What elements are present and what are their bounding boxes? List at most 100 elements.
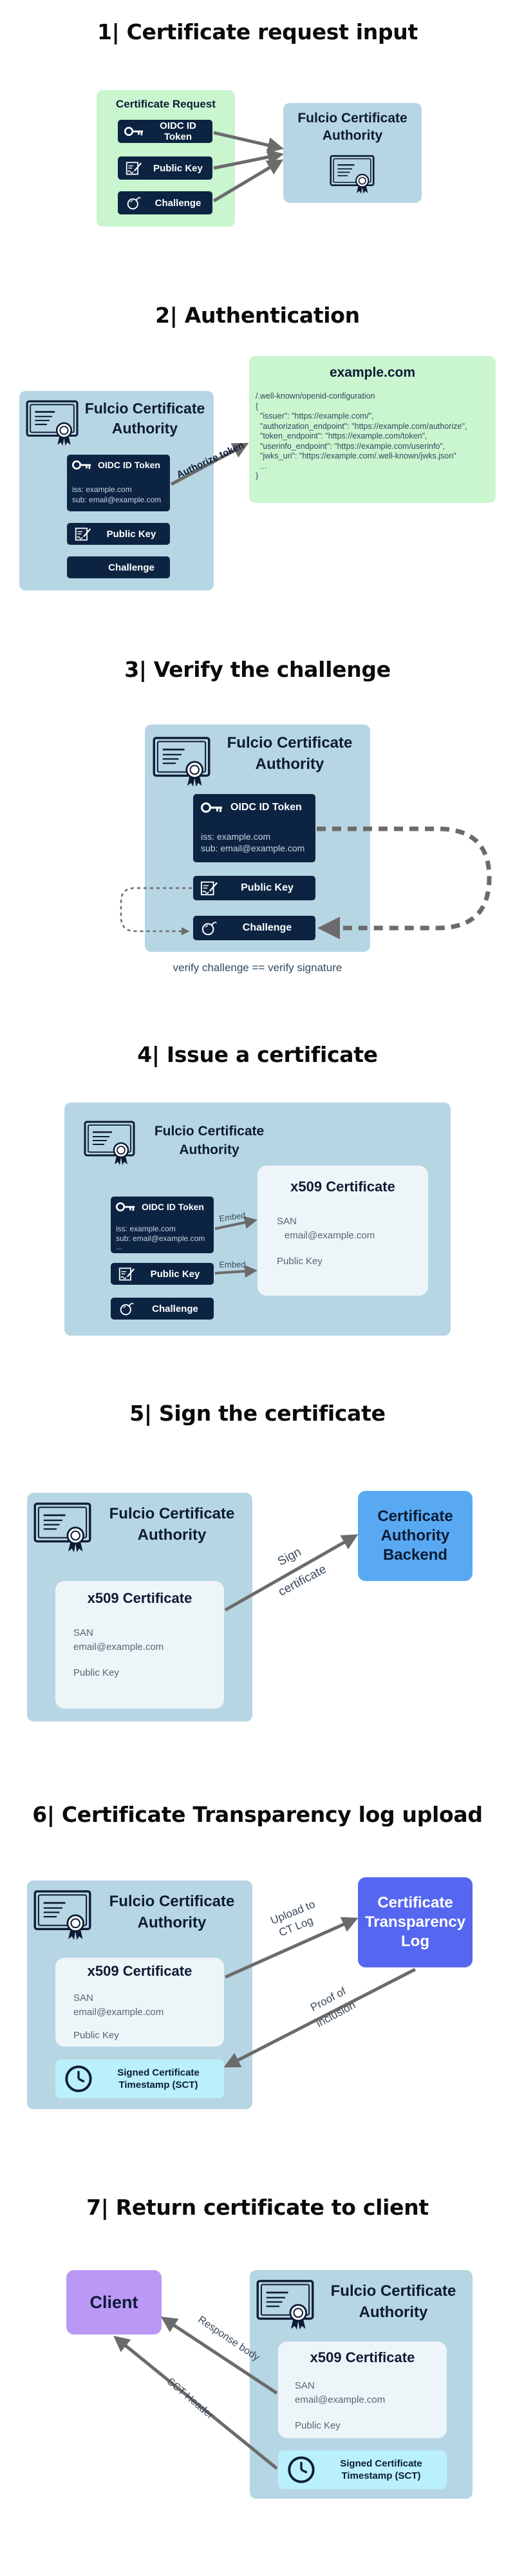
certificate-public-key: Public Key <box>295 2420 341 2431</box>
signature-icon <box>117 1266 136 1282</box>
config-line: ... <box>256 461 267 471</box>
clock-icon <box>64 2065 93 2093</box>
challenge-pill: Challenge <box>111 1298 214 1320</box>
section-3-title: 3| Verify the challenge <box>124 657 391 682</box>
san-email: email@example.com <box>73 1642 164 1653</box>
signature-icon <box>73 526 93 542</box>
oidc-token-label: OIDC ID Token <box>98 460 160 470</box>
authority-title: Fulcio Certificate Authority <box>297 111 407 143</box>
section-4-title: 4| Issue a certificate <box>137 1042 378 1067</box>
iss-claim: iss: example.com <box>116 1224 176 1233</box>
ellipsis: ... <box>116 1242 123 1251</box>
sub-claim: sub: email@example.com <box>201 843 305 853</box>
san-label: SAN <box>295 2380 315 2391</box>
config-line: "authorization_endpoint": "https://examp… <box>256 421 467 431</box>
config-line: "token_endpoint": "https://example.com/t… <box>256 431 427 440</box>
san-label: SAN <box>277 1216 297 1227</box>
signature-icon <box>124 160 144 176</box>
san-email: email@example.com <box>295 2394 386 2405</box>
challenge-pill: Challenge <box>118 191 212 214</box>
public-key-label: Public Key <box>106 528 156 540</box>
sct-header-label: SCT Header <box>164 2376 216 2421</box>
public-key-pill: Public Key <box>193 876 315 900</box>
authority-title: Fulcio Certificate Authority <box>109 1505 235 1544</box>
san-email: email@example.com <box>285 1230 375 1241</box>
bomb-icon <box>200 920 219 936</box>
authority-title: Fulcio Certificate Authority <box>330 2282 456 2321</box>
sub-claim: sub: email@example.com <box>72 495 162 504</box>
config-line: { <box>256 401 259 411</box>
authority-title: Fulcio Certificate Authority <box>84 400 205 437</box>
certificate-icon <box>33 1889 91 1941</box>
verify-caption: verify challenge == verify signature <box>173 961 342 974</box>
bomb-icon <box>117 1301 136 1316</box>
authority-title: Fulcio Certificate Authority <box>109 1893 235 1931</box>
challenge-pill: Challenge <box>67 556 170 578</box>
signature-icon <box>200 880 219 896</box>
challenge-label: Challenge <box>152 1303 198 1314</box>
sct-label: Signed Certificate Timestamp (SCT) <box>340 2458 422 2481</box>
oidc-token-card: OIDC ID Token iss: example.com sub: emai… <box>67 455 170 511</box>
bomb-icon <box>124 195 144 211</box>
openid-config-text: /.well-known/openid-configuration{ "issu… <box>256 392 467 482</box>
fulcio-authority-box: Fulcio Certificate Authority <box>283 103 422 203</box>
oidc-token-pill: OIDC ID Token <box>118 120 212 143</box>
key-icon <box>124 124 144 139</box>
oidc-token-label: OIDC ID Token <box>160 120 196 142</box>
iss-claim: iss: example.com <box>72 485 132 494</box>
san-label: SAN <box>73 1627 93 1638</box>
client-label: Client <box>89 2293 138 2312</box>
sct-box: Signed Certificate Timestamp (SCT) <box>55 2060 224 2098</box>
public-key-pill: Public Key <box>67 523 170 545</box>
key-icon <box>201 802 223 813</box>
embed-label: Embed <box>219 1260 246 1269</box>
authority-title: Fulcio Certificate Authority <box>154 1124 265 1157</box>
certificate-icon <box>153 736 211 788</box>
section-2-title: 2| Authentication <box>155 303 360 328</box>
certificate-icon <box>330 155 375 194</box>
section-5-title: 5| Sign the certificate <box>129 1401 386 1426</box>
certificate-icon <box>256 2279 314 2331</box>
config-line: /.well-known/openid-configuration <box>256 392 375 401</box>
ca-backend-label: Certificate Authority Backend <box>377 1508 453 1564</box>
x509-title: x509 Certificate <box>87 1590 192 1606</box>
section-7-title: 7| Return certificate to client <box>86 2195 429 2220</box>
challenge-pill: Challenge <box>193 916 315 940</box>
san-email: email@example.com <box>73 2007 164 2018</box>
openid-config-box: example.com /.well-known/openid-configur… <box>249 356 496 503</box>
clock-icon <box>287 2456 315 2484</box>
public-key-label: Public Key <box>153 162 203 174</box>
key-icon <box>116 1202 135 1212</box>
x509-certificate-card: x509 Certificate SAN email@example.com P… <box>55 1958 224 2047</box>
section-1-title: 1| Certificate request input <box>97 19 418 44</box>
challenge-label: Challenge <box>242 922 292 933</box>
x509-certificate-card: x509 Certificate SAN email@example.com P… <box>278 2342 447 2438</box>
public-key-pill: Public Key <box>118 156 212 180</box>
x509-title: x509 Certificate <box>290 1179 395 1195</box>
challenge-label: Challenge <box>154 197 201 209</box>
config-line: "userinfo_endpoint": "https://example.co… <box>256 441 445 451</box>
sct-box: Signed Certificate Timestamp (SCT) <box>278 2450 447 2489</box>
certificate-public-key: Public Key <box>73 1667 119 1678</box>
oidc-token-label: OIDC ID Token <box>142 1202 204 1212</box>
x509-certificate-card: x509 Certificate SAN email@example.com P… <box>258 1166 428 1296</box>
ca-backend-box: Certificate Authority Backend <box>358 1491 473 1581</box>
public-key-label: Public Key <box>241 882 294 893</box>
config-line: } <box>256 471 259 480</box>
oidc-token-card: OIDC ID Token iss: example.com sub: emai… <box>111 1197 214 1253</box>
certificate-icon <box>26 400 79 446</box>
x509-title: x509 Certificate <box>310 2349 415 2365</box>
section-6-title: 6| Certificate Transparency log upload <box>32 1802 483 1827</box>
public-key-label: Public Key <box>150 1268 200 1280</box>
sct-label: Signed Certificate Timestamp (SCT) <box>117 2067 200 2090</box>
config-line: "jwks_uri": "https://example.com/.well-k… <box>256 451 456 460</box>
public-key-pill: Public Key <box>111 1263 214 1285</box>
x509-title: x509 Certificate <box>87 1963 192 1979</box>
ct-log-label: Certificate Transparency Log <box>364 1894 466 1950</box>
certificate-icon <box>84 1121 135 1166</box>
config-line: "issuer": "https://example.com/", <box>256 412 374 421</box>
certificate-icon <box>33 1502 91 1553</box>
oidc-token-label: OIDC ID Token <box>230 802 302 813</box>
certificate-public-key: Public Key <box>73 2030 119 2041</box>
domain-title: example.com <box>329 365 416 380</box>
